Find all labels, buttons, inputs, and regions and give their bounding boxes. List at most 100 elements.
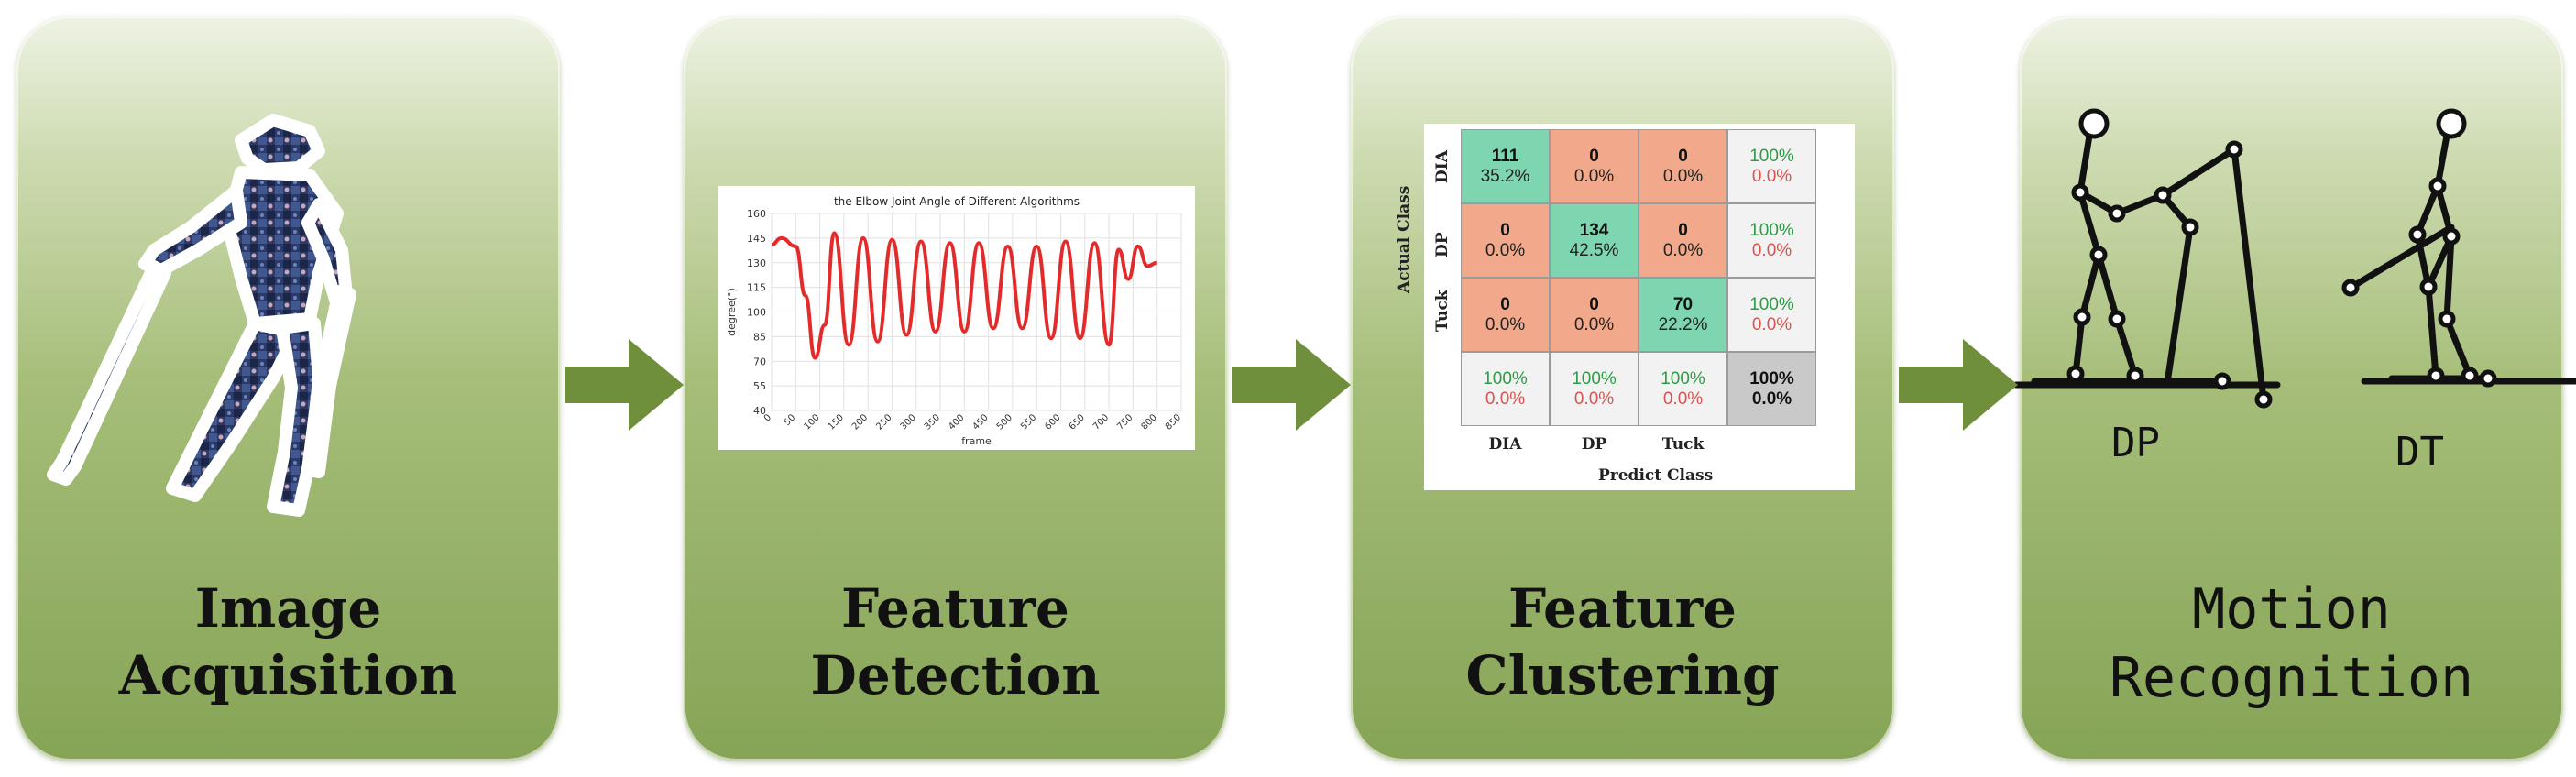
cm-bad-rate: 0.0% [1573, 388, 1615, 409]
skier-silhouette-image [47, 114, 356, 517]
step-title: Motion Recognition [2020, 575, 2563, 713]
cm-count: 0 [1678, 146, 1688, 166]
x-tick-label: 600 [1043, 412, 1062, 432]
cm-bad-rate: 0.0% [1485, 388, 1526, 409]
step-title-line2: Detection [810, 643, 1101, 706]
cm-good-rate: 100% [1749, 220, 1794, 240]
cm-percent: 0.0% [1485, 314, 1526, 334]
x-tick-label: 450 [970, 412, 990, 432]
y-tick-label: 100 [747, 307, 766, 319]
x-tick-label: 750 [1115, 412, 1135, 432]
cm-good-rate: 100% [1749, 368, 1794, 388]
y-tick-label: 85 [753, 331, 766, 343]
x-tick-label: 700 [1091, 412, 1111, 432]
cm-percent: 42.5% [1569, 240, 1619, 260]
step-title: Image Acquisition [16, 575, 560, 708]
y-tick-label: 115 [747, 282, 766, 294]
step-title: Feature Detection [684, 575, 1227, 708]
cm-bad-rate: 0.0% [1751, 166, 1792, 186]
cm-percent: 0.0% [1662, 166, 1704, 186]
x-tick-label: 350 [923, 412, 942, 432]
chart-title: the Elbow Joint Angle of Different Algor… [833, 195, 1080, 208]
cm-row-summary: 100%0.0% [1727, 203, 1816, 278]
x-tick-label: 250 [874, 412, 893, 432]
cm-row-label: DIA [1433, 149, 1452, 183]
cm-count: 0 [1589, 294, 1599, 314]
flow-arrow-icon [565, 339, 684, 431]
cm-count: 134 [1579, 220, 1609, 240]
step-title-line1: Motion [2192, 577, 2391, 641]
cm-count: 111 [1491, 146, 1519, 166]
y-tick-label: 145 [747, 233, 766, 245]
cm-good-rate: 100% [1749, 294, 1794, 314]
cm-count: 70 [1672, 294, 1694, 314]
cm-bad-rate: 0.0% [1751, 388, 1792, 409]
cm-ylabel: Actual Class [1395, 185, 1413, 293]
cm-good-rate: 100% [1749, 146, 1794, 166]
step-title-line1: Feature [841, 577, 1069, 640]
stick-figures [2012, 108, 2576, 409]
x-tick-label: 800 [1140, 412, 1159, 432]
step-title-line1: Image [194, 577, 382, 640]
x-tick-label: 300 [899, 412, 918, 432]
x-axis-label: frame [961, 435, 992, 447]
cm-xlabel: Predict Class [1598, 466, 1714, 485]
cm-count: 0 [1500, 220, 1510, 240]
step-title-line2: Acquisition [118, 643, 458, 706]
image-acquisition-panel: Image Acquisition [16, 16, 560, 761]
cm-count: 0 [1500, 294, 1510, 314]
flow-arrow-icon [1899, 339, 2018, 431]
y-tick-label: 40 [753, 405, 766, 417]
cm-count: 0 [1589, 146, 1599, 166]
cm-row-summary: 100%0.0% [1727, 278, 1816, 352]
cm-percent: 0.0% [1485, 240, 1526, 260]
cm-row-label: Tuck [1433, 289, 1452, 332]
step-title-line2: Recognition [2109, 646, 2474, 710]
x-tick-label: 550 [1019, 412, 1038, 432]
cm-good-rate: 100% [1661, 368, 1705, 388]
cm-row-summary: 100%0.0% [1727, 129, 1816, 203]
x-tick-label: 150 [827, 412, 846, 432]
x-tick-label: 100 [802, 412, 821, 432]
cm-col-label: Tuck [1661, 435, 1705, 454]
cm-percent: 0.0% [1573, 166, 1615, 186]
x-tick-label: 400 [947, 412, 966, 432]
motion-recognition-panel: DP DT Motion Recognition [2012, 16, 2576, 761]
y-tick-label: 160 [747, 208, 766, 220]
y-tick-label: 55 [753, 380, 766, 392]
x-tick-label: 850 [1164, 412, 1183, 432]
cm-row-label: DP [1433, 231, 1452, 257]
cm-percent: 0.0% [1662, 240, 1704, 260]
cm-col-label: DIA [1488, 435, 1522, 454]
motion-label-dp: DP [2111, 420, 2160, 466]
cm-percent: 0.0% [1573, 314, 1615, 334]
flow-arrow-icon [1232, 339, 1351, 431]
cm-good-rate: 100% [1483, 368, 1528, 388]
y-axis-label: degree(°) [726, 288, 738, 336]
x-tick-label: 200 [850, 412, 870, 432]
y-tick-label: 70 [753, 356, 766, 367]
cm-col-summary: 100%0.0% [1461, 352, 1550, 426]
cm-percent: 22.2% [1658, 314, 1708, 334]
feature-detection-panel: the Elbow Joint Angle of Different Algor… [684, 16, 1227, 761]
x-tick-label: 0 [762, 412, 773, 423]
cm-col-label: DP [1581, 435, 1607, 454]
x-tick-label: 500 [995, 412, 1014, 432]
series-line [771, 231, 1157, 360]
cm-good-rate: 100% [1572, 368, 1617, 388]
cm-bad-rate: 0.0% [1662, 388, 1704, 409]
cm-col-summary: 100%0.0% [1639, 352, 1727, 426]
x-tick-label: 650 [1068, 412, 1087, 432]
step-title-line2: Clustering [1465, 643, 1780, 706]
